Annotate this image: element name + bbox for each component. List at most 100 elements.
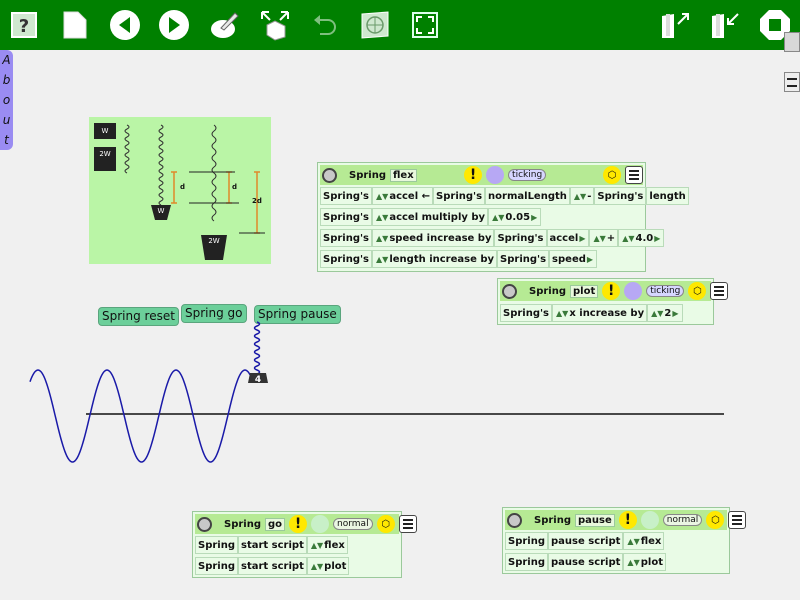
world-icon[interactable] [358,8,392,42]
cube-icon[interactable]: ⬡ [376,515,395,533]
help-icon[interactable]: ? [7,8,41,42]
spring-go-button[interactable]: Spring go [181,304,247,323]
script-row[interactable]: Spring's ▲▼accel multiply by ▲▼0.05▶ [320,208,542,226]
cube-icon[interactable]: ⬡ [706,511,725,529]
exclamation-icon[interactable]: ! [464,166,483,184]
number-tile[interactable]: 2 [664,307,672,319]
cube-icon[interactable]: ⬡ [688,282,707,300]
tile-text: Spring's [320,250,373,268]
clock-icon[interactable] [486,166,505,184]
go-script-tile[interactable]: Spring go ! normal ⬡ Spring start script… [192,511,417,578]
spring-weight[interactable] [248,373,268,383]
script-name[interactable]: plot [570,284,599,298]
spring-diagram: W 2W W 2W d d 2d [89,117,271,264]
weight-label: 2W [208,237,219,245]
number-tile[interactable]: 0.05 [505,211,531,223]
resize-icon[interactable] [258,8,292,42]
about-flap-tab[interactable]: A b o u t [0,50,13,150]
previous-page-icon[interactable] [108,8,142,42]
menu-icon[interactable] [710,282,729,300]
script-name[interactable]: flex [390,168,417,182]
tile-text: Spring [505,532,548,550]
about-letter: u [2,113,11,127]
player-name: Spring [349,169,386,181]
status-normal[interactable]: normal [662,514,703,526]
clock-icon[interactable] [624,282,643,300]
weight-label: 2W [99,150,110,158]
cube-icon[interactable]: ⬡ [603,166,621,184]
tile-text: pause script [548,532,624,550]
script-name[interactable]: go [265,517,286,531]
clock-icon[interactable] [640,511,659,529]
collapse-icon[interactable] [322,167,337,183]
script-row[interactable]: Spring's ▲▼x increase by ▲▼2▶ [500,304,683,322]
tile-text: Spring's [320,229,373,247]
collapse-icon[interactable] [502,283,517,299]
menu-icon[interactable] [625,166,643,184]
status-ticking[interactable]: ticking [508,169,547,181]
script-row[interactable]: Spring's ▲▼speed increase by Spring's ac… [320,229,665,247]
stop-icon[interactable] [758,8,792,42]
script-row[interactable]: Spring start script ▲▼flex [195,536,348,554]
tile-text: Spring's [497,250,550,268]
player-name: Spring [534,514,571,526]
collapse-icon[interactable] [197,516,212,532]
script-row[interactable]: Spring pause script ▲▼flex [505,532,665,550]
navigator-flap-tab[interactable] [784,72,800,92]
page-out-icon[interactable] [708,8,742,42]
exclamation-icon[interactable]: ! [289,515,308,533]
script-name[interactable]: pause [575,513,615,527]
weight-label: W [102,127,109,135]
about-letter: b [2,73,11,87]
tile-text: Spring's [494,229,547,247]
page-in-icon[interactable] [658,8,692,42]
undo-icon[interactable] [308,8,342,42]
status-ticking[interactable]: ticking [646,285,685,297]
clock-icon[interactable] [311,515,330,533]
fullscreen-icon[interactable] [408,8,442,42]
tile-text: - [587,190,592,202]
tile-text: Spring's [320,208,373,226]
distance-label: d [180,183,185,191]
tile-text: + [606,232,616,244]
plot-script-tile[interactable]: Spring plot ! ticking ⬡ Spring's ▲▼x inc… [497,278,729,325]
plot-area: 4 [29,321,724,463]
tile-text: start script [238,536,307,554]
script-row[interactable]: Spring start script ▲▼plot [195,557,350,575]
player-name: Spring [529,285,566,297]
spring-reset-button[interactable]: Spring reset [98,307,179,326]
pause-script-tile[interactable]: Spring pause ! normal ⬡ Spring pause scr… [502,507,747,574]
new-page-icon[interactable] [58,8,92,42]
tile-text: ← [421,190,431,202]
script-row[interactable]: Spring pause script ▲▼plot [505,553,666,571]
exclamation-icon[interactable]: ! [618,511,637,529]
menu-icon[interactable] [728,511,747,529]
menu-icon[interactable] [398,515,417,533]
exclamation-icon[interactable]: ! [602,282,621,300]
tile-text: length increase by [389,253,495,265]
spring-coil[interactable] [253,321,261,379]
spring-pause-button[interactable]: Spring pause [254,305,341,324]
toolbar: ? [0,0,800,50]
next-page-icon[interactable] [157,8,191,42]
plotted-wave [29,369,251,463]
supplies-flap-tab[interactable] [784,32,800,52]
tile-text: pause script [548,553,624,571]
about-letter: A [2,53,11,67]
tile-text: flex [324,539,345,551]
status-normal[interactable]: normal [333,518,373,530]
flex-script-tile[interactable]: Spring flex ! ticking ⬡ Spring's ▲▼accel… [317,162,689,272]
about-letter: t [4,133,9,147]
script-row[interactable]: Spring's ▲▼length increase by Spring's s… [320,250,598,268]
tile-text: Spring [505,553,548,571]
tile-text: Spring's [594,187,647,205]
number-tile[interactable]: 4.0 [635,232,654,244]
paint-icon[interactable] [208,8,242,42]
collapse-icon[interactable] [507,512,522,528]
tile-text: accel [549,232,579,244]
weight-label: W [158,207,165,215]
weight-label: 4 [255,375,261,385]
tile-text: plot [640,556,663,568]
script-row[interactable]: Spring's ▲▼accel ← Spring's normalLength… [320,187,689,205]
tile-text: normalLength [485,187,570,205]
